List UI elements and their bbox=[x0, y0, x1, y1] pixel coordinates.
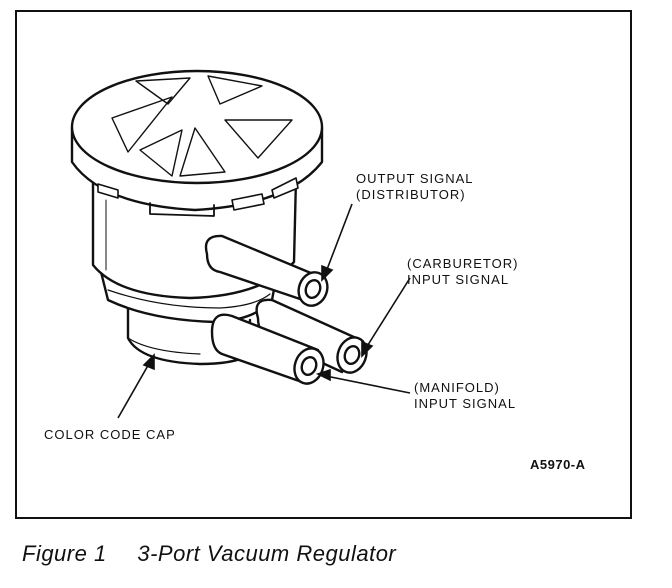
manifold-port-tube bbox=[210, 313, 325, 385]
output-signal-label: OUTPUT SIGNAL (DISTRIBUTOR) bbox=[356, 171, 474, 203]
regulator-top-face bbox=[70, 69, 324, 185]
drawing-code: A5970-A bbox=[530, 457, 586, 472]
output-signal-line-2: (DISTRIBUTOR) bbox=[356, 187, 466, 202]
carburetor-input-line-2: INPUT SIGNAL bbox=[407, 272, 510, 287]
output-port-tube bbox=[204, 234, 329, 307]
carburetor-input-line-1: (CARBURETOR) bbox=[407, 256, 519, 271]
diagram-frame bbox=[15, 10, 632, 519]
manifold-input-line-1: (MANIFOLD) bbox=[414, 380, 500, 395]
color-code-cap-label: COLOR CODE CAP bbox=[44, 427, 176, 442]
figure-number: Figure 1 bbox=[22, 541, 107, 566]
output-signal-line-1: OUTPUT SIGNAL bbox=[356, 171, 474, 186]
manifold-input-label: (MANIFOLD) INPUT SIGNAL bbox=[414, 380, 516, 412]
carburetor-input-label: (CARBURETOR) INPUT SIGNAL bbox=[407, 256, 518, 288]
manifold-input-line-2: INPUT SIGNAL bbox=[414, 396, 517, 411]
figure-title: 3-Port Vacuum Regulator bbox=[137, 541, 397, 566]
figure-caption: Figure 1 3-Port Vacuum Regulator bbox=[22, 541, 396, 567]
